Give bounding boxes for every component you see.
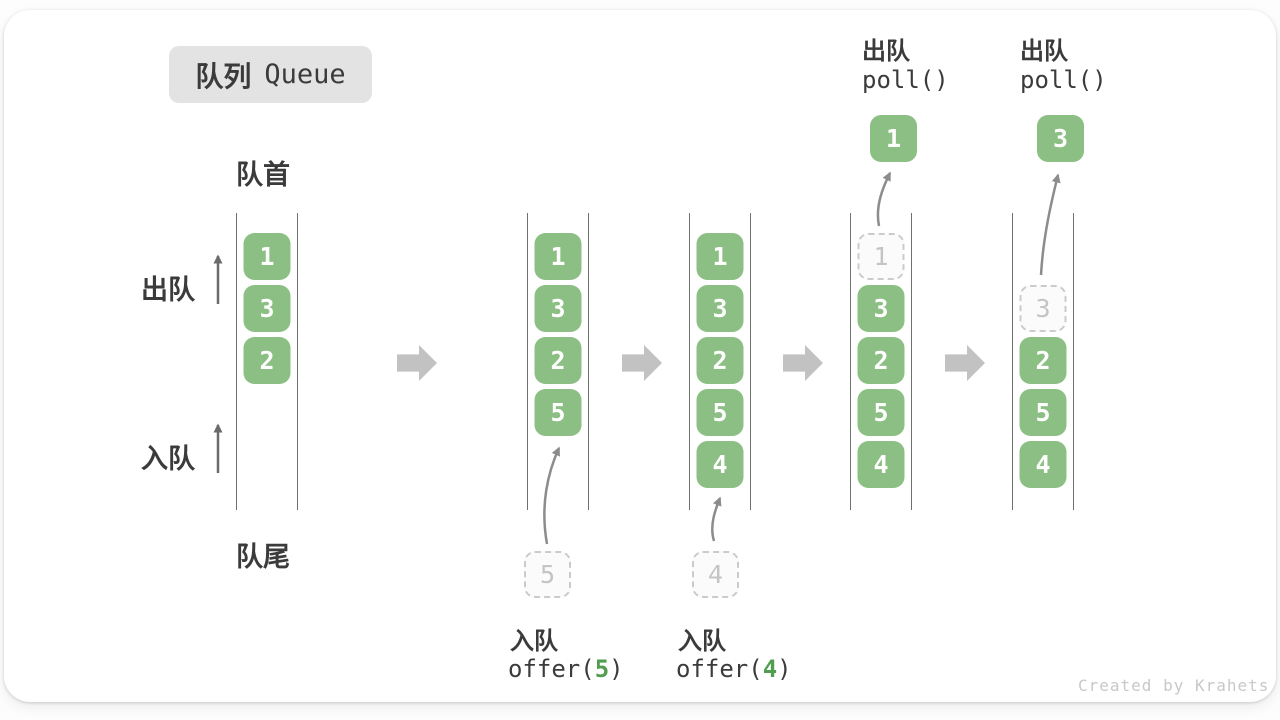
queue-item: 2 xyxy=(857,337,905,384)
queue-state-4: 1 3 2 5 4 xyxy=(850,213,912,510)
queue-item: 2 xyxy=(1019,337,1067,384)
queue-item-ghost: 1 xyxy=(857,233,905,280)
title-badge: 队列 Queue xyxy=(169,46,372,103)
enqueue-op-code: offer(5) xyxy=(508,655,624,683)
step-arrow-icon xyxy=(622,345,662,381)
queue-item: 3 xyxy=(857,285,905,332)
enqueue-op-label: 入队 xyxy=(678,628,726,655)
dequeue-op-label: 出队 xyxy=(862,38,910,65)
queue-item: 3 xyxy=(534,285,582,332)
staged-item: 4 xyxy=(692,551,739,598)
queue-item: 5 xyxy=(696,389,744,436)
label-queue-rear: 队尾 xyxy=(236,542,290,572)
step-arrow-icon xyxy=(945,345,985,381)
queue-item: 5 xyxy=(857,389,905,436)
queue-state-3: 1 3 2 5 4 xyxy=(689,213,751,510)
queue-item: 5 xyxy=(534,389,582,436)
queue-item: 3 xyxy=(243,285,291,332)
code-arg: 5 xyxy=(594,655,610,683)
queue-item: 1 xyxy=(534,233,582,280)
enqueue-op-code: offer(4) xyxy=(676,655,792,683)
queue-item: 1 xyxy=(243,233,291,280)
title-en: Queue xyxy=(264,59,346,90)
queue-state-2: 1 3 2 5 xyxy=(527,213,589,510)
staged-item: 5 xyxy=(524,551,571,598)
queue-item: 2 xyxy=(243,337,291,384)
queue-item: 1 xyxy=(696,233,744,280)
dequeue-op-code: poll() xyxy=(862,66,949,94)
queue-state-1: 1 3 2 xyxy=(236,213,298,510)
queue-item: 4 xyxy=(696,441,744,488)
dequeued-item: 3 xyxy=(1037,115,1084,162)
dequeued-item: 1 xyxy=(870,115,917,162)
queue-item: 4 xyxy=(1019,441,1067,488)
code-fn: offer( xyxy=(508,655,595,683)
step-arrow-icon xyxy=(783,345,823,381)
step-arrow-icon xyxy=(397,345,437,381)
queue-item: 2 xyxy=(534,337,582,384)
label-enqueue-left: 入队 xyxy=(141,444,195,474)
enqueue-op-label: 入队 xyxy=(510,628,558,655)
code-close: ) xyxy=(609,655,624,683)
queue-item: 4 xyxy=(857,441,905,488)
dequeue-op-code: poll() xyxy=(1020,66,1107,94)
code-fn: offer( xyxy=(676,655,763,683)
queue-item: 2 xyxy=(696,337,744,384)
title-zh: 队列 xyxy=(195,60,252,92)
label-dequeue-left: 出队 xyxy=(141,275,195,305)
queue-state-5: 3 2 5 4 xyxy=(1012,213,1074,510)
label-queue-front: 队首 xyxy=(236,160,290,190)
code-arg: 4 xyxy=(762,655,778,683)
dequeue-op-label: 出队 xyxy=(1020,38,1068,65)
code-close: ) xyxy=(777,655,792,683)
watermark: Created by Krahets xyxy=(1078,676,1270,695)
queue-item: 5 xyxy=(1019,389,1067,436)
queue-item-ghost: 3 xyxy=(1019,285,1067,332)
queue-item: 3 xyxy=(696,285,744,332)
